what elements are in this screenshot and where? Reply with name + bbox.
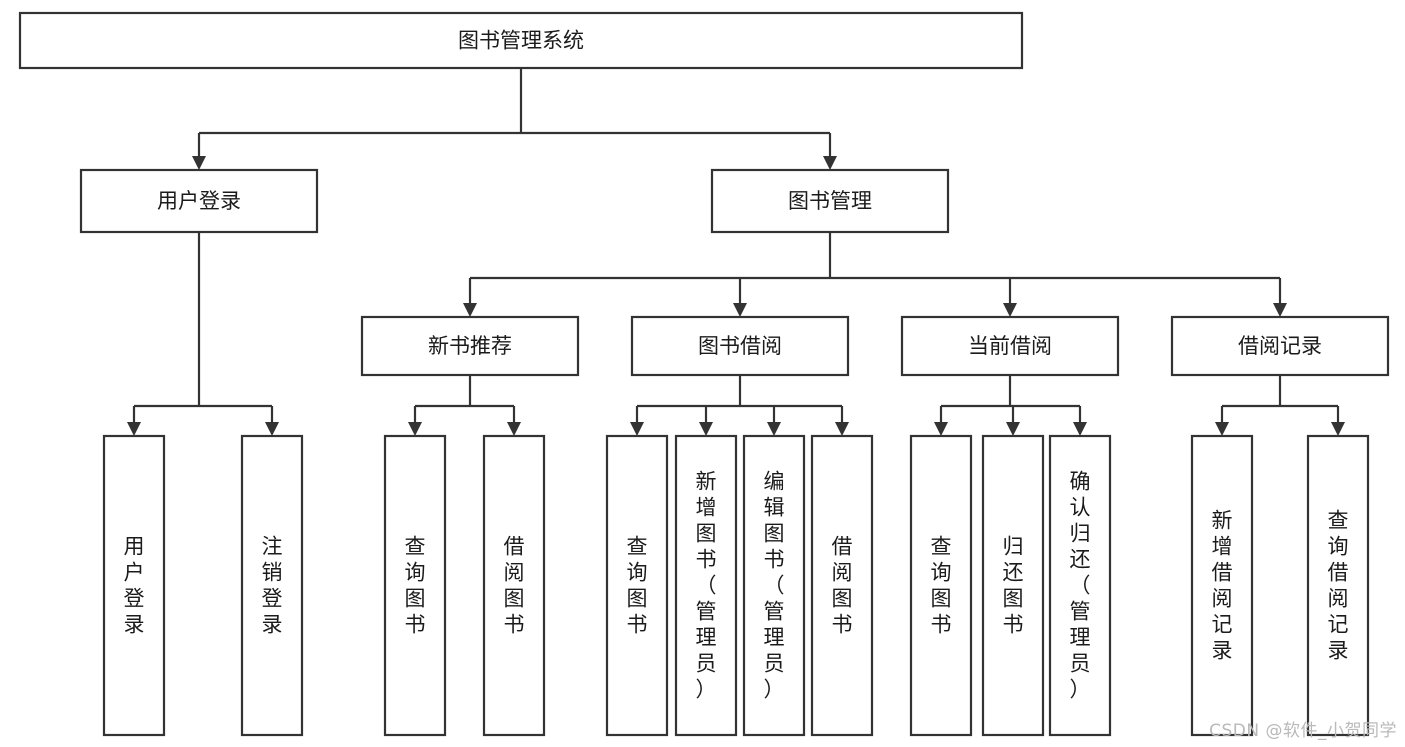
arrow-head-icon bbox=[1006, 422, 1020, 436]
node-leaf-borrow-add[interactable]: 新增图书（管理员） bbox=[674, 434, 738, 737]
conn-borrow-record bbox=[1215, 375, 1345, 436]
node-label-leaf-rec-add: 新增借阅记录 bbox=[1212, 509, 1233, 663]
arrow-head-icon bbox=[630, 422, 644, 436]
node-borrow-record[interactable]: 借阅记录 bbox=[1170, 315, 1390, 377]
node-leaf-rec-borrow[interactable]: 借阅图书 bbox=[482, 434, 546, 737]
node-label-leaf-rec-query: 查询图书 bbox=[405, 535, 426, 637]
nodes-layer: 图书管理系统用户登录图书管理新书推荐图书借阅当前借阅借阅记录用户登录注销登录查询… bbox=[18, 11, 1390, 737]
node-leaf-rec-add[interactable]: 新增借阅记录 bbox=[1190, 434, 1254, 737]
node-box-current-borrow bbox=[900, 315, 1120, 377]
arrow-head-icon bbox=[1273, 303, 1287, 317]
arrow-head-icon bbox=[1073, 422, 1087, 436]
arrow-head-icon bbox=[823, 156, 837, 170]
node-label-new-book-rec: 新书推荐 bbox=[428, 334, 512, 358]
node-label-leaf-cur-return: 归还图书 bbox=[1003, 535, 1024, 637]
arrow-head-icon bbox=[463, 303, 477, 317]
node-label-root: 图书管理系统 bbox=[458, 29, 584, 53]
arrow-head-icon bbox=[265, 422, 279, 436]
node-current-borrow[interactable]: 当前借阅 bbox=[900, 315, 1120, 377]
arrow-head-icon bbox=[934, 422, 948, 436]
node-label-current-borrow: 当前借阅 bbox=[968, 334, 1052, 358]
node-box-leaf-rec-query bbox=[383, 434, 447, 737]
node-label-leaf-borrow-lend: 借阅图书 bbox=[832, 535, 853, 637]
arrow-head-icon bbox=[192, 156, 206, 170]
arrow-head-icon bbox=[733, 303, 747, 317]
node-leaf-borrow-lend[interactable]: 借阅图书 bbox=[810, 434, 874, 737]
conn-book-borrow bbox=[630, 375, 849, 436]
arrow-head-icon bbox=[507, 422, 521, 436]
connectors-layer bbox=[127, 68, 1345, 436]
node-leaf-user-logout[interactable]: 注销登录 bbox=[240, 434, 304, 737]
node-label-leaf-rec-query2: 查询借阅记录 bbox=[1328, 509, 1349, 663]
conn-current-borrow bbox=[934, 375, 1087, 436]
node-box-borrow-record bbox=[1170, 315, 1390, 377]
node-label-leaf-borrow-add: 新增图书（管理员） bbox=[696, 470, 717, 702]
node-label-leaf-borrow-query: 查询图书 bbox=[627, 535, 648, 637]
node-box-leaf-rec-borrow bbox=[482, 434, 546, 737]
node-box-user-login bbox=[79, 168, 319, 234]
node-box-leaf-cur-confirm bbox=[1048, 434, 1112, 737]
node-box-root bbox=[18, 11, 1024, 70]
arrow-head-icon bbox=[1331, 422, 1345, 436]
arrow-head-icon bbox=[127, 422, 141, 436]
node-label-leaf-user-logout: 注销登录 bbox=[262, 535, 283, 637]
node-leaf-cur-confirm[interactable]: 确认归还（管理员） bbox=[1048, 434, 1112, 737]
node-label-borrow-record: 借阅记录 bbox=[1238, 334, 1322, 358]
conn-root bbox=[192, 68, 837, 170]
arrow-head-icon bbox=[1215, 422, 1229, 436]
conn-user-login bbox=[127, 232, 279, 436]
node-book-borrow[interactable]: 图书借阅 bbox=[630, 315, 850, 377]
node-box-leaf-rec-add bbox=[1190, 434, 1254, 737]
node-leaf-borrow-edit[interactable]: 编辑图书（管理员） bbox=[742, 434, 806, 737]
node-label-leaf-rec-borrow: 借阅图书 bbox=[504, 535, 525, 637]
node-box-leaf-borrow-query bbox=[605, 434, 669, 737]
conn-book-manage bbox=[463, 232, 1287, 317]
node-box-leaf-user-login bbox=[102, 434, 166, 737]
arrow-head-icon bbox=[767, 422, 781, 436]
node-label-leaf-user-login: 用户登录 bbox=[124, 535, 145, 637]
node-box-book-manage bbox=[710, 168, 950, 234]
node-label-book-borrow: 图书借阅 bbox=[698, 334, 782, 358]
node-label-leaf-cur-confirm: 确认归还（管理员） bbox=[1070, 470, 1091, 702]
csdn-watermark: CSDN @软件_小贺同学 bbox=[1209, 721, 1397, 741]
node-new-book-rec[interactable]: 新书推荐 bbox=[360, 315, 580, 377]
node-leaf-user-login[interactable]: 用户登录 bbox=[102, 434, 166, 737]
node-leaf-rec-query[interactable]: 查询图书 bbox=[383, 434, 447, 737]
node-root[interactable]: 图书管理系统 bbox=[18, 11, 1024, 70]
node-leaf-cur-return[interactable]: 归还图书 bbox=[981, 434, 1045, 737]
arrow-head-icon bbox=[699, 422, 713, 436]
node-user-login[interactable]: 用户登录 bbox=[79, 168, 319, 234]
arrow-head-icon bbox=[835, 422, 849, 436]
node-book-manage[interactable]: 图书管理 bbox=[710, 168, 950, 234]
node-box-leaf-rec-query2 bbox=[1306, 434, 1370, 737]
node-box-leaf-borrow-add bbox=[674, 434, 738, 737]
node-box-leaf-cur-return bbox=[981, 434, 1045, 737]
node-box-leaf-borrow-edit bbox=[742, 434, 806, 737]
node-box-book-borrow bbox=[630, 315, 850, 377]
node-leaf-borrow-query[interactable]: 查询图书 bbox=[605, 434, 669, 737]
node-box-leaf-user-logout bbox=[240, 434, 304, 737]
arrow-head-icon bbox=[408, 422, 422, 436]
node-label-user-login: 用户登录 bbox=[157, 189, 241, 213]
node-leaf-rec-query2[interactable]: 查询借阅记录 bbox=[1306, 434, 1370, 737]
node-label-book-manage: 图书管理 bbox=[788, 189, 872, 213]
conn-new-book-rec bbox=[408, 375, 521, 436]
arrow-head-icon bbox=[1003, 303, 1017, 317]
node-box-leaf-borrow-lend bbox=[810, 434, 874, 737]
node-box-leaf-cur-query bbox=[909, 434, 973, 737]
node-label-leaf-borrow-edit: 编辑图书（管理员） bbox=[764, 470, 785, 702]
node-label-leaf-cur-query: 查询图书 bbox=[931, 535, 952, 637]
node-box-new-book-rec bbox=[360, 315, 580, 377]
node-leaf-cur-query[interactable]: 查询图书 bbox=[909, 434, 973, 737]
